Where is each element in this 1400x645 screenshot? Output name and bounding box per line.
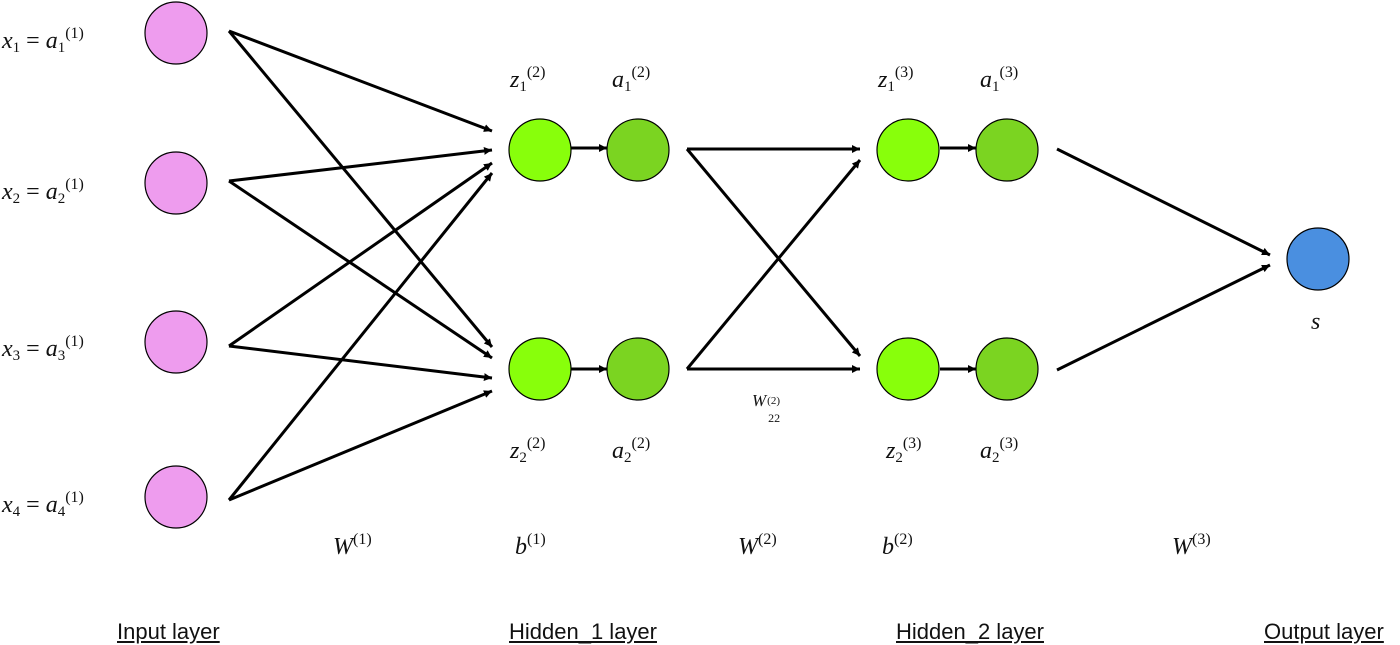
hidden2-z1-label: z1(3): [878, 64, 914, 95]
node-h2a2: [975, 337, 1039, 401]
node-h1z2: [508, 337, 572, 401]
edge-h2a1-out: [1056, 147, 1271, 257]
node-h1a2: [606, 337, 670, 401]
edge-in1-z1: [228, 29, 493, 133]
input-label-1: x1=a1(1): [2, 25, 84, 56]
input-label-3: x3=a3(1): [2, 333, 84, 364]
node-out: [1286, 227, 1350, 291]
hidden1-a1-label: a1(2): [612, 64, 651, 95]
weight-w3-label: W(3): [1172, 531, 1211, 560]
output-layer-title: Output layer: [1264, 619, 1384, 644]
node-h2z1: [876, 118, 940, 182]
edge-h1a2-h2z1: [685, 159, 862, 370]
hidden2-layer-title: Hidden_2 layer: [896, 619, 1044, 644]
node-in3: [144, 310, 208, 374]
node-in2: [144, 151, 208, 215]
hidden1-z1-label: z1(2): [510, 64, 546, 95]
input-layer-title: Input layer: [117, 619, 220, 644]
weight-w1-label: W(1): [333, 531, 372, 560]
node-h2a1: [975, 118, 1039, 182]
hidden1-z2-label: z2(2): [510, 435, 546, 466]
edge-in4-z1: [227, 172, 494, 501]
input-label-2: x2=a2(1): [2, 176, 84, 207]
edge-h2a2-out: [1056, 263, 1271, 372]
edge-in3-z1: [228, 161, 493, 348]
edge-in2-z1: [228, 146, 493, 183]
edge-in3-z2: [228, 344, 493, 382]
weight-w2-label: W(2): [738, 531, 777, 560]
hidden2-a2-label: a2(3): [980, 435, 1019, 466]
hidden1-a2-label: a2(2): [612, 435, 651, 466]
edge-in4-z2: [228, 389, 493, 502]
node-in1: [144, 1, 208, 65]
node-in4: [144, 465, 208, 529]
edge-weight-label: W(2)22: [752, 391, 781, 425]
hidden2-z2-label: z2(3): [886, 435, 922, 466]
edge-h1a1-h2z2: [685, 148, 862, 357]
node-h1z1: [508, 118, 572, 182]
edge-in1-z2: [227, 30, 494, 348]
input-label-4: x4=a4(1): [2, 489, 84, 520]
edge-in2-z2: [228, 179, 493, 360]
node-h2z2: [876, 337, 940, 401]
bias-b1-label: b(1): [515, 531, 546, 560]
bias-b2-label: b(2): [882, 531, 913, 560]
node-h1a1: [606, 118, 670, 182]
hidden2-a1-label: a1(3): [980, 64, 1019, 95]
output-label: s: [1311, 309, 1321, 335]
hidden1-layer-title: Hidden_1 layer: [509, 619, 657, 644]
